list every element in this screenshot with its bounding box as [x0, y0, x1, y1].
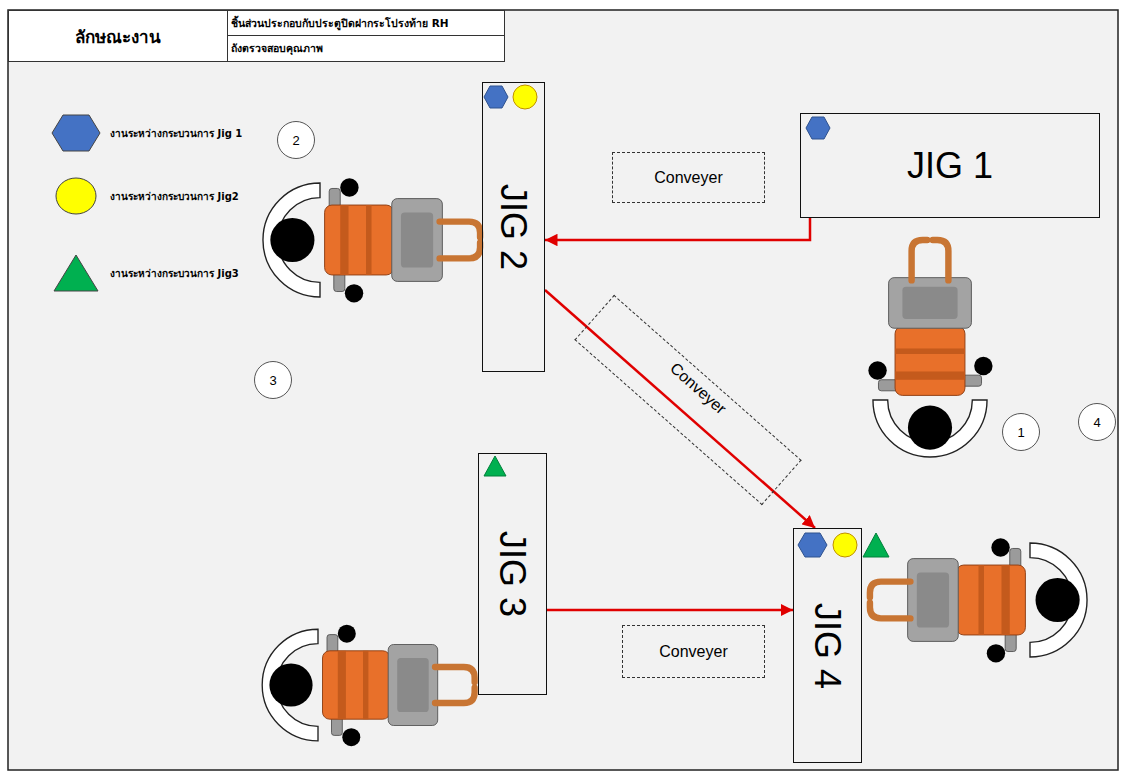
- callout-circle: 1: [1002, 413, 1040, 451]
- flow-arrow: [545, 290, 815, 528]
- callout-circle: 2: [277, 121, 315, 159]
- node-label: JIG 3: [492, 531, 534, 617]
- flow-arrow: [547, 609, 793, 612]
- callout-number: 3: [269, 373, 276, 388]
- legend-label: งานระหว่างกระบวนการ Jig2: [110, 189, 239, 204]
- part-icon: [863, 533, 889, 557]
- frame: [8, 10, 1118, 770]
- welder-operator: [868, 240, 992, 457]
- jig-station: JIG 2: [482, 82, 545, 372]
- legend-entry: งานระหว่างกระบวนการ Jig2: [50, 176, 239, 216]
- flow-arrow: [545, 218, 810, 240]
- node-label: ลักษณะงาน: [75, 23, 161, 50]
- part-icon: [798, 533, 827, 557]
- node-label: ถังตรวจสอบคุณภาพ: [231, 40, 323, 57]
- legend-label: งานระหว่างกระบวนการ Jig3: [110, 266, 239, 281]
- node-label: Conveyer: [659, 643, 727, 661]
- part-icon: [806, 117, 830, 139]
- node-label: JIG 2: [493, 184, 535, 270]
- legend-swatch: [50, 253, 102, 293]
- callout-number: 4: [1093, 415, 1100, 430]
- conveyor-box: Conveyer: [612, 152, 765, 203]
- welder-operator: [870, 538, 1087, 662]
- node-label: JIG 1: [907, 145, 993, 187]
- node-label: JIG 4: [807, 602, 849, 688]
- part-icon: [484, 86, 508, 108]
- welder-operator: [263, 178, 480, 302]
- header-cell: ชิ้นส่วนประกอบกับประตูปิดฝากระโปรงท้าย R…: [227, 10, 505, 36]
- part-icon: [484, 456, 506, 476]
- callout-circle: 4: [1078, 403, 1116, 441]
- callout-number: 1: [1017, 425, 1024, 440]
- header-cell: ถังตรวจสอบคุณภาพ: [227, 35, 505, 62]
- part-icon: [833, 533, 857, 557]
- jig-station: JIG 4: [793, 528, 862, 763]
- jig-station: JIG 1: [800, 113, 1100, 218]
- legend-swatch: [50, 113, 102, 153]
- jig-station: JIG 3: [478, 453, 547, 695]
- node-label: ชิ้นส่วนประกอบกับประตูปิดฝากระโปรงท้าย R…: [231, 15, 449, 32]
- part-icon: [513, 85, 537, 109]
- header-cell: ลักษณะงาน: [8, 10, 228, 62]
- callout-number: 2: [292, 133, 299, 148]
- legend-swatch: [50, 176, 102, 216]
- node-label: Conveyer: [654, 169, 722, 187]
- legend-entry: งานระหว่างกระบวนการ Jig3: [50, 253, 239, 293]
- callout-circle: 3: [254, 361, 292, 399]
- welder-operator: [262, 625, 474, 747]
- conveyor-box: Conveyer: [622, 625, 765, 678]
- legend-label: งานระหว่างกระบวนการ Jig 1: [110, 126, 242, 141]
- legend-entry: งานระหว่างกระบวนการ Jig 1: [50, 113, 242, 153]
